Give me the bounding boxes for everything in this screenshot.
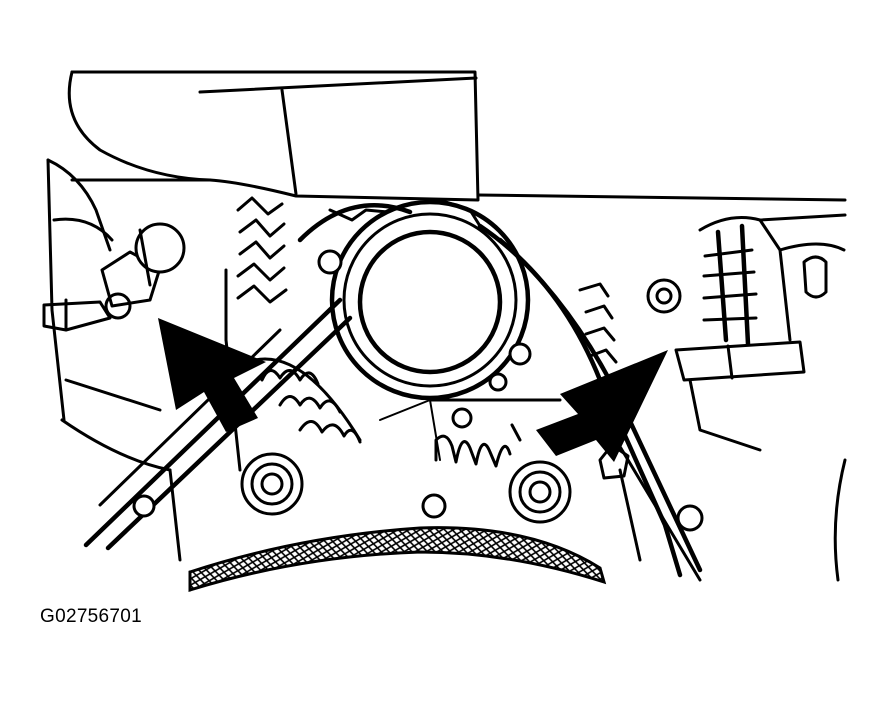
belt-left [83,297,353,551]
cooling-fins-left [224,196,288,342]
cooling-fins-right [578,282,618,364]
callout-arrow-left [158,318,266,432]
ribbed-belt-bottom [188,526,607,593]
figure-id-label: G02756701 [40,606,143,627]
left-bracket [42,158,186,472]
right-hose-connector [598,213,847,582]
winding-coils-left [253,357,362,444]
upper-housing [67,70,847,202]
callout-arrow-right [536,350,668,462]
winding-coils-right [428,398,562,468]
central-pulley [317,198,532,429]
engine-component-illustration [42,70,847,593]
small-bolt-lower [132,493,704,532]
mounting-bolt-left [240,452,304,516]
mounting-bolt-right [508,460,572,524]
